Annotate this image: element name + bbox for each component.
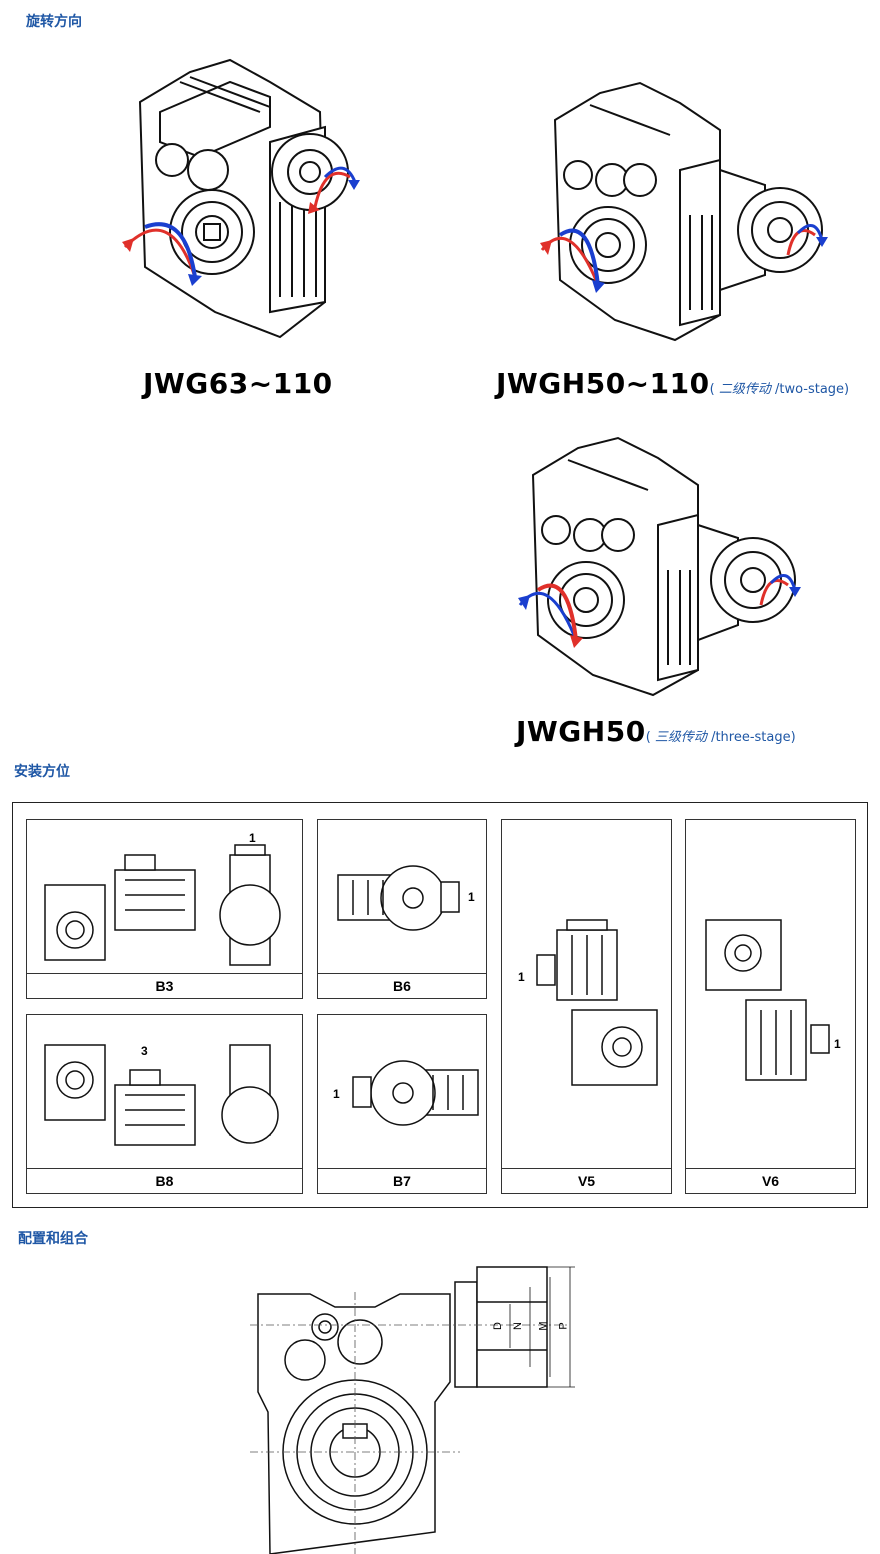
model-cn-two: 二级传动 bbox=[718, 382, 771, 397]
mount-label-b3: B3 bbox=[27, 973, 302, 998]
dim-label-d: D bbox=[491, 1322, 504, 1330]
mount-drawing-b8 bbox=[44, 1044, 279, 1146]
mount-drawing-b7 bbox=[352, 1060, 479, 1126]
mount-label-b7: B7 bbox=[318, 1168, 486, 1193]
section-title-config: 配置和组合 bbox=[18, 1231, 88, 1247]
dim-label-n: N bbox=[511, 1322, 524, 1330]
mount-drawing-b3 bbox=[44, 844, 281, 966]
mount-drawing-b6 bbox=[337, 865, 460, 931]
model-label-jwg: JWG63~110 bbox=[143, 367, 333, 400]
mount-label-b8: B8 bbox=[27, 1168, 302, 1193]
mount-label-v6: V6 bbox=[686, 1168, 855, 1193]
paren-open-3: ( bbox=[645, 730, 651, 745]
section-title-rotation: 旋转方向 bbox=[26, 14, 82, 30]
model-name-jwgh-three: JWGH50 bbox=[516, 715, 646, 748]
dimension-drawing bbox=[250, 1266, 575, 1554]
mount-cell-b8: 3 B8 bbox=[26, 1014, 303, 1194]
mount-num-v5: 1 bbox=[518, 970, 525, 984]
mount-drawing-v5 bbox=[536, 919, 658, 1086]
mount-cell-b3: 1 B3 bbox=[26, 819, 303, 999]
mount-cell-v5: 1 V5 bbox=[501, 819, 672, 1194]
model-en-three: /three-stage) bbox=[711, 730, 796, 745]
model-label-jwgh-two: JWGH50~110( 二级传动 /two-stage) bbox=[496, 367, 849, 400]
gearbox-illustration-1 bbox=[122, 58, 360, 339]
model-en-two: /two-stage) bbox=[774, 382, 850, 397]
mount-num-b7: 1 bbox=[333, 1087, 340, 1101]
mount-cell-b7: 1 B7 bbox=[317, 1014, 487, 1194]
mount-label-v5: V5 bbox=[502, 1168, 671, 1193]
model-cn-three: 三级传动 bbox=[654, 730, 707, 745]
mount-cell-v6: 1 V6 bbox=[685, 819, 856, 1194]
gearbox-illustration-3 bbox=[518, 436, 801, 697]
mount-drawing-v6 bbox=[705, 919, 830, 1081]
model-label-jwgh-three: JWGH50( 三级传动 /three-stage) bbox=[516, 715, 796, 748]
model-name-jwgh-two: JWGH50~110 bbox=[496, 367, 710, 400]
mount-num-v6: 1 bbox=[834, 1037, 841, 1051]
mount-num-b8: 3 bbox=[141, 1044, 148, 1058]
mount-num-b3: 1 bbox=[249, 831, 256, 845]
mount-num-b6: 1 bbox=[468, 890, 475, 904]
section-title-mounting: 安装方位 bbox=[14, 764, 70, 780]
mount-label-b6: B6 bbox=[318, 973, 486, 998]
mount-cell-b6: 1 B6 bbox=[317, 819, 487, 999]
dim-label-p: P bbox=[557, 1322, 570, 1330]
mounting-frame: 1 B3 1 B6 1 V5 bbox=[12, 802, 868, 1208]
dim-label-m: M bbox=[537, 1321, 550, 1331]
paren-open: ( bbox=[709, 382, 715, 397]
gearbox-illustration-2 bbox=[540, 81, 828, 342]
model-name-jwg: JWG63~110 bbox=[143, 367, 333, 400]
